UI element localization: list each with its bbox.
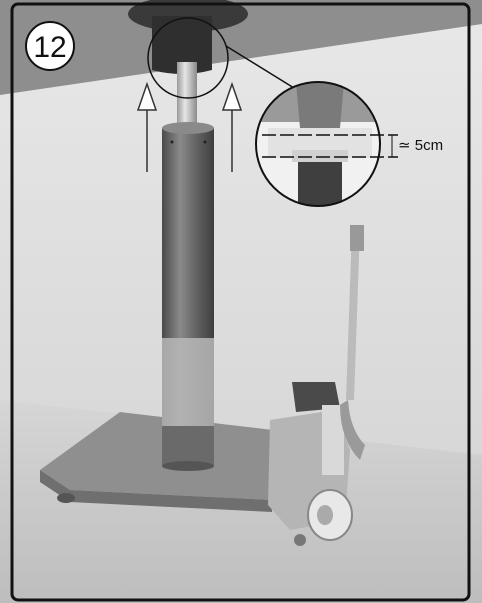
column-label-panel — [162, 338, 214, 426]
support-column — [162, 122, 214, 471]
step-badge — [25, 21, 75, 71]
fork-wheel-left — [57, 493, 75, 503]
inner-rod — [177, 62, 197, 132]
column-bottom — [162, 461, 214, 471]
detail-ring — [255, 81, 381, 207]
lift-arrow-right — [221, 81, 243, 172]
detail-tube — [298, 158, 342, 206]
detail-cap — [296, 82, 344, 128]
column-top — [162, 122, 214, 134]
truck-handle — [346, 227, 360, 401]
pallet-edge — [40, 470, 272, 512]
truck-cylinder — [322, 405, 344, 475]
truck-pump-top — [292, 382, 340, 412]
column-base — [162, 426, 214, 466]
top-cap — [152, 16, 212, 74]
detail-connector — [225, 45, 295, 89]
gap-dimension-label: ≃ 5cm — [398, 137, 443, 154]
truck-handle-grip — [350, 225, 364, 251]
highlight-circle — [147, 17, 229, 99]
step-number: 12 — [33, 31, 66, 64]
figure-frame — [10, 2, 471, 602]
lift-arrow-left — [136, 81, 158, 172]
truck-rear-wheel — [294, 534, 306, 546]
ceiling — [0, 0, 482, 95]
truck-handle-base — [340, 400, 365, 460]
truck-wheel-hub — [317, 505, 333, 525]
